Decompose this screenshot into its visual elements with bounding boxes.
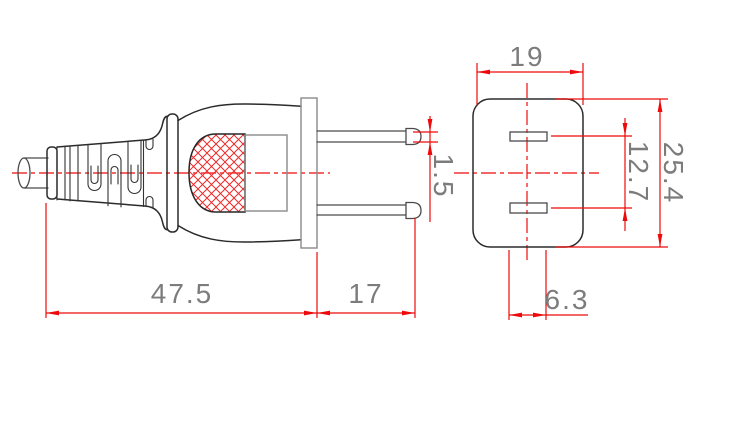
- arrowhead-right: [533, 312, 546, 318]
- dim-body-length: 47.5: [45, 203, 318, 318]
- dim-face-height-lines: [555, 98, 668, 248]
- front-view: 19 12.7 25.4 6.3: [454, 41, 689, 320]
- strain-relief: [46, 115, 168, 231]
- dim-blade-spacing-lines: [551, 118, 632, 231]
- rib-slot-bottom-1-inner: [110, 165, 119, 185]
- face-plate: [300, 97, 318, 249]
- dim-slot-width: 6.3: [508, 250, 590, 320]
- rib-slot-top-2-inner: [130, 164, 139, 184]
- rib-slot-top-1: [87, 143, 102, 192]
- dim-label-slot-width: 6.3: [545, 284, 590, 315]
- arrowhead-left: [46, 310, 59, 316]
- collar: [166, 113, 179, 233]
- dim-blade-spacing: 12.7: [551, 118, 654, 231]
- arrowhead-right: [402, 310, 415, 316]
- strain-relief-top-edge: [56, 115, 168, 148]
- dim-face-width-lines: [476, 63, 584, 105]
- dim-blade-length-lines: [317, 218, 416, 318]
- inner-block: [244, 134, 288, 212]
- face-outline: [472, 98, 584, 248]
- insulation-crosshatch-section: [188, 133, 246, 213]
- arrowhead-left: [477, 69, 490, 75]
- lower-blade-tip: [405, 201, 422, 220]
- lower-blade-slot: [509, 202, 548, 214]
- arrowhead-right: [570, 69, 583, 75]
- strain-relief-rib-bars: [56, 145, 79, 202]
- dim-blade-length: 17: [317, 218, 416, 318]
- arrowhead-left: [317, 310, 330, 316]
- arrowhead-down: [622, 123, 628, 136]
- arrowhead-down: [657, 234, 663, 247]
- arrowhead-up: [622, 208, 628, 221]
- dim-label-blade-thickness: 1.5: [428, 154, 459, 199]
- arrowhead-left: [509, 312, 522, 318]
- cord-lines: [23, 157, 49, 189]
- plug-body: [177, 97, 318, 249]
- dim-face-height: 25.4: [555, 98, 689, 248]
- rib-notch-bottom: [145, 195, 154, 208]
- rib-slot-top-2: [127, 139, 142, 195]
- body-bottom-edge: [177, 224, 302, 243]
- upper-blade-tip: [405, 127, 422, 146]
- body-top-edge: [177, 103, 302, 122]
- arrowhead-right: [304, 310, 317, 316]
- rib-slot-top-1-inner: [90, 165, 99, 185]
- arrowhead-up: [657, 99, 663, 112]
- rib-slot-bottom-1: [107, 153, 122, 208]
- rib-notch-top: [145, 138, 154, 151]
- cord: [17, 157, 49, 189]
- dim-face-width: 19: [476, 41, 584, 105]
- dim-blade-thickness-lines: [413, 116, 438, 222]
- strain-relief-bottom-edge: [56, 198, 168, 231]
- arrowhead-down: [427, 119, 433, 132]
- upper-blade-slot: [509, 131, 548, 142]
- dim-label-blade-length: 17: [348, 278, 383, 309]
- side-view: 47.5 17 1.5: [12, 97, 459, 318]
- dim-body-length-lines: [45, 203, 318, 318]
- dim-label-body-length: 47.5: [151, 278, 214, 309]
- upper-blade-lines: [316, 127, 407, 146]
- arrowhead-up: [427, 142, 433, 155]
- dim-blade-thickness: 1.5: [413, 116, 459, 222]
- dim-label-blade-spacing: 12.7: [623, 141, 654, 204]
- dim-label-face-width: 19: [509, 41, 544, 72]
- upper-blade: [316, 127, 422, 146]
- dim-label-face-height: 25.4: [658, 142, 689, 205]
- dim-slot-width-lines: [508, 250, 588, 320]
- lower-blade-lines: [316, 201, 407, 220]
- lower-blade: [316, 201, 422, 220]
